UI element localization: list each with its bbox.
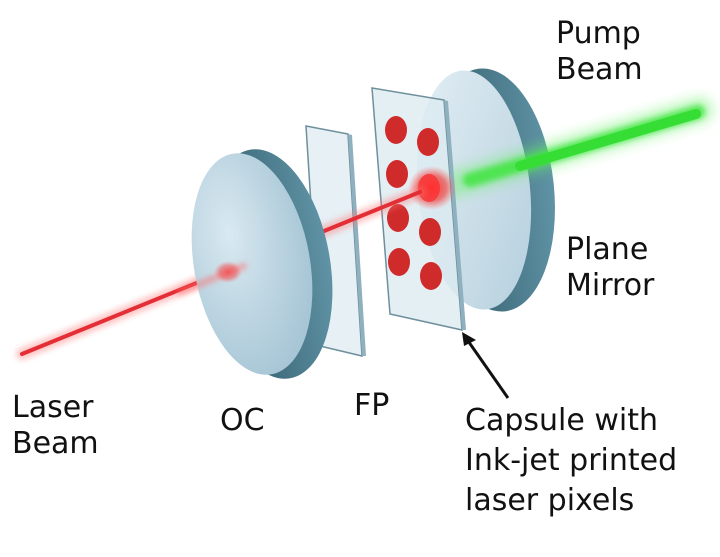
plane-mirror-label-line-1: Plane xyxy=(566,232,649,267)
plane-mirror-label-line-2: Mirror xyxy=(566,268,655,303)
laser-pixels xyxy=(385,116,456,290)
pump-beam-label-line-1: Pump xyxy=(556,16,641,51)
oc-label: OC xyxy=(220,403,265,438)
pump-beam xyxy=(435,97,713,199)
capsule-label-line-1: Capsule with xyxy=(465,403,658,438)
capsule-label-line-3: laser pixels xyxy=(465,483,635,518)
capsule-label-line-2: Ink-jet printed xyxy=(465,443,678,478)
capsule-label: Capsule with Ink-jet printed laser pixel… xyxy=(465,401,677,521)
pump-beam-label: Pump Beam xyxy=(556,16,643,88)
laser-beam-label-line-1: Laser xyxy=(12,390,94,425)
laser-beam-label-line-2: Beam xyxy=(12,426,99,461)
oc-lens xyxy=(177,149,333,379)
laser-beam-label: Laser Beam xyxy=(12,390,99,462)
pump-beam-label-line-2: Beam xyxy=(556,52,643,87)
fp-label: FP xyxy=(354,388,390,423)
capsule-pointer-arrow xyxy=(462,332,510,399)
plane-mirror-label: Plane Mirror xyxy=(566,232,654,304)
